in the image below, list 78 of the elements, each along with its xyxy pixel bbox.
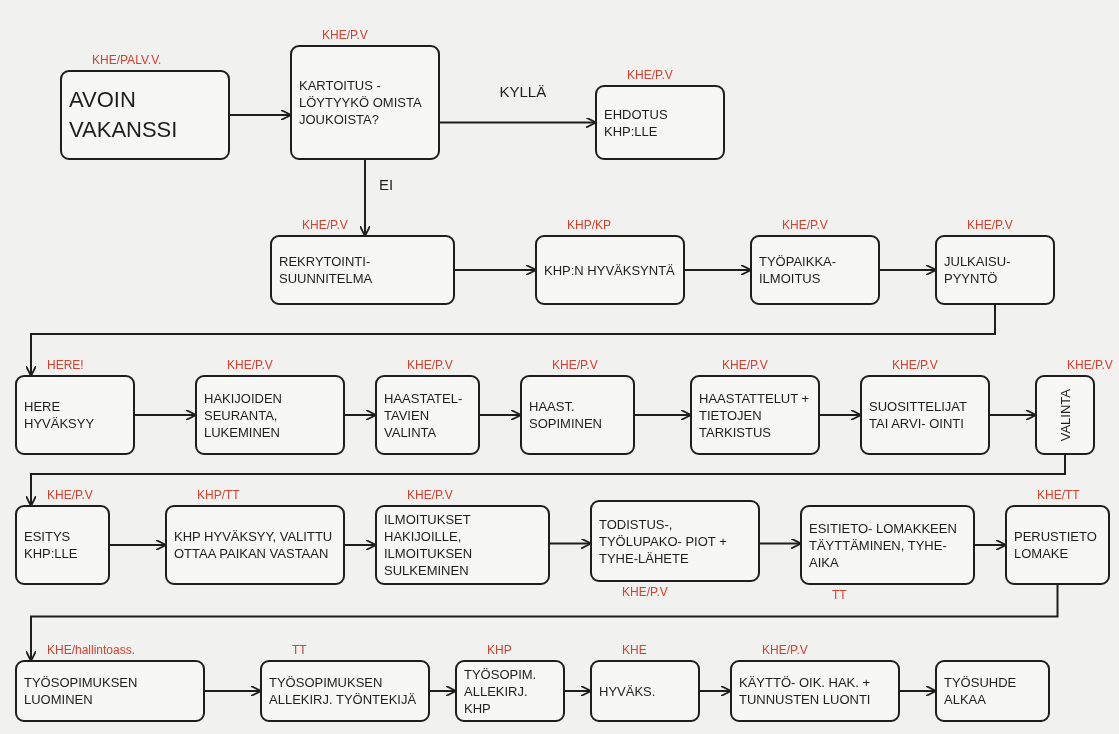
role-note: KHE/P.V — [622, 585, 668, 599]
arrow — [759, 537, 802, 550]
step-text: HAASTATEL- TAVIEN VALINTA — [384, 389, 464, 441]
role-note: KHE/P.V — [407, 358, 453, 372]
step-text: HAASTATTELUT + TIETOJEN TARKISTUS — [699, 389, 811, 441]
step-text: TODISTUS-, TYÖLUPAKO- PIOT + TYHE-LÄHETE — [599, 515, 728, 567]
role-note: KHE — [622, 643, 647, 657]
role-note: KHE/P.V — [722, 358, 768, 372]
arrow — [439, 116, 597, 129]
arrow — [359, 159, 371, 237]
step-text: HERE HYVÄKSYY — [24, 398, 96, 432]
step-text: KHP HYVÄKSYY, VALITTU OTTAA PAIKAN VASTAAN — [174, 528, 334, 562]
arrow — [109, 539, 167, 551]
role-note: KHE/P.V — [627, 68, 673, 82]
step-text: SUOSITTELIJAT TAI ARVI- OINTI — [869, 398, 968, 432]
role-note: KHE/P.V — [227, 358, 273, 372]
role-note: KHE/P.V — [782, 218, 828, 232]
arrow — [479, 409, 522, 421]
step-text: HAAST. SOPIMINEN — [529, 398, 603, 432]
arrow — [25, 304, 996, 377]
step-text: VALINTA — [1056, 388, 1074, 442]
arrow — [699, 685, 732, 697]
role-note: KHE/P.V — [1067, 358, 1113, 372]
step-text: TYÖSOPIMUKSEN LUOMINEN — [24, 674, 139, 708]
role-note: KHP/TT — [197, 488, 240, 502]
role-note: KHE/P.V — [762, 643, 808, 657]
step-text: TYÖSOPIM. ALLEKIRJ. KHP — [464, 665, 538, 717]
arrow — [549, 537, 592, 550]
arrow — [229, 109, 292, 121]
arrow — [454, 264, 537, 276]
step-text: TYÖPAIKKA- ILMOITUS — [759, 253, 838, 287]
role-note: KHE/P.V — [322, 28, 368, 42]
step-text: JULKAISU- PYYNTÖ — [944, 253, 1012, 287]
arrow — [204, 685, 262, 697]
arrow — [25, 584, 1059, 662]
role-note: KHE/P.V — [47, 488, 93, 502]
step-text: KÄYTTÖ- OIK. HAK. + TUNNUSTEN LUONTI — [739, 674, 872, 708]
arrow — [684, 264, 752, 276]
role-note: KHE/PALV.V. — [92, 53, 162, 67]
step-text: TYÖSOPIMUKSEN ALLEKIRJ. TYÖNTEKIJÄ — [269, 674, 418, 708]
role-note: KHE/P.V — [967, 218, 1013, 232]
step-text: TYÖSUHDE ALKAA — [944, 674, 1018, 708]
step-text: EHDOTUS KHP:LLE — [604, 105, 669, 140]
role-note: HERE! — [47, 358, 84, 372]
step-text: KARTOITUS -LÖYTYYKÖ OMISTA JOUKOISTA? — [299, 77, 423, 128]
arrow — [879, 264, 937, 276]
arrow — [134, 409, 197, 421]
role-note: KHE/TT — [1037, 488, 1080, 502]
role-note: KHE/P.V — [302, 218, 348, 232]
step-text: HYVÄKS. — [599, 682, 657, 700]
step-text: ESITYS KHP:LLE — [24, 528, 79, 562]
role-note: KHE/P.V — [552, 358, 598, 372]
step-text: ESITIETO- LOMAKKEEN TÄYTTÄMINEN, TYHE-AIKA — [809, 519, 958, 571]
step-text: HAKIJOIDEN SEURANTA, LUKEMINEN — [204, 389, 283, 441]
arrow — [344, 539, 377, 551]
role-note: TT — [292, 643, 307, 657]
arrow — [25, 454, 1066, 507]
step-text: PERUSTIETO LOMAKE — [1014, 528, 1098, 562]
step-text: KHP:N HYVÄKSYNTÄ — [544, 261, 676, 279]
arrow — [564, 685, 592, 697]
edge-label: KYLLÄ — [497, 82, 549, 100]
role-note: TT — [832, 588, 847, 602]
step-text: AVOIN VAKANSSI — [69, 86, 179, 144]
role-note: KHE/P.V — [407, 488, 453, 502]
arrow — [899, 685, 937, 697]
arrow — [989, 409, 1037, 421]
arrow — [819, 409, 862, 421]
role-note: KHP — [487, 643, 512, 657]
step-text: REKRYTOINTI- SUUNNITELMA — [279, 253, 374, 287]
role-note: KHP/KP — [567, 218, 611, 232]
role-note: KHE/hallintoass. — [47, 643, 136, 657]
step-text: ILMOITUKSET HAKIJOILLE, ILMOITUKSEN SULKEMINEN — [384, 511, 474, 579]
role-note: KHE/P.V — [892, 358, 938, 372]
process-box — [935, 660, 1050, 722]
arrow — [429, 685, 457, 697]
arrow — [974, 539, 1007, 551]
arrow — [344, 409, 377, 421]
arrow — [634, 409, 692, 421]
